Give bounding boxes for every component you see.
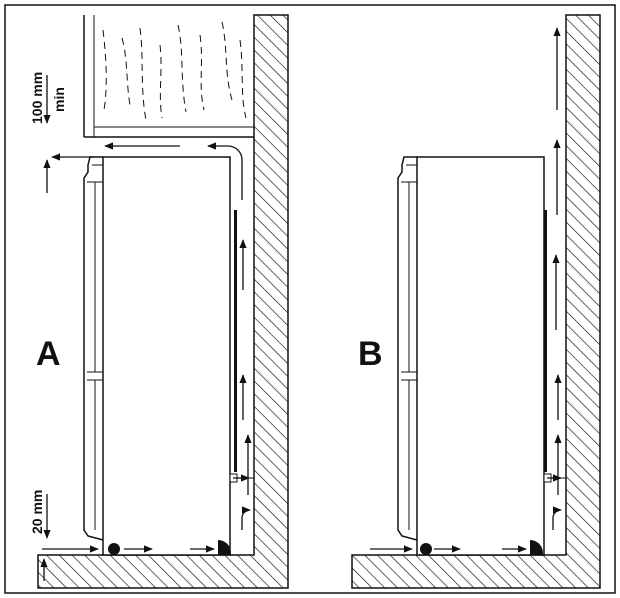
condenser-a: [234, 210, 237, 472]
panel-b-letter: B: [358, 335, 383, 373]
rear-roller-b: [530, 540, 543, 555]
dimension-marks-a: [40, 75, 51, 581]
dim-top-qualifier: min: [51, 87, 67, 112]
rear-roller-a: [218, 540, 231, 555]
front-foot-b: [420, 543, 432, 555]
fridge-b: [397, 156, 566, 556]
airflow-b: [370, 27, 562, 553]
panel-b: B: [351, 14, 601, 589]
panel-a: 100 mm min 20 mm A: [29, 14, 289, 589]
dim-top-value: 100 mm: [29, 72, 45, 124]
wall-and-floor-a: [37, 14, 289, 589]
condenser-b: [544, 210, 547, 472]
panel-a-letter: A: [36, 335, 61, 373]
fridge-a: [83, 156, 254, 556]
upper-cabinet: [83, 15, 254, 138]
diagram-frame: [4, 4, 616, 594]
front-foot-a: [108, 543, 120, 555]
wall-and-floor-b: [351, 14, 601, 589]
glass-reflection: [102, 21, 247, 121]
airflow-a: [42, 142, 252, 553]
dim-bottom-value: 20 mm: [29, 490, 45, 534]
